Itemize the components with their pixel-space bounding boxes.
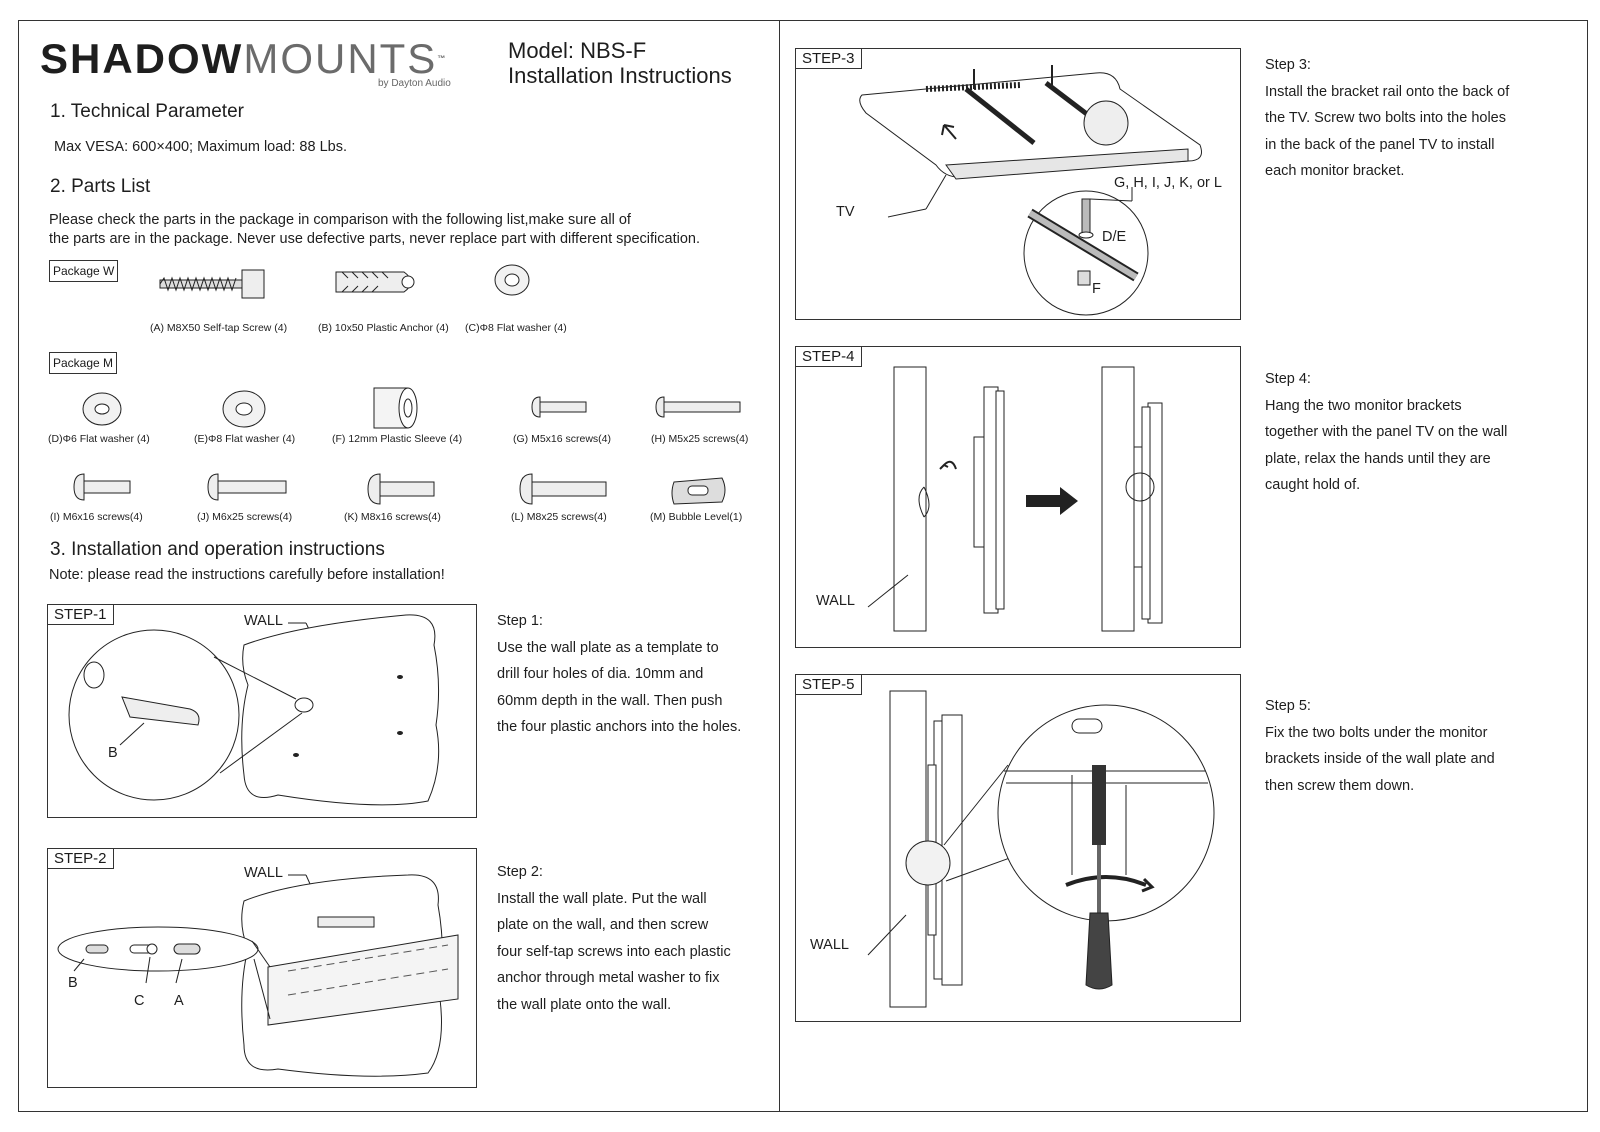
step-title: Step 2: xyxy=(497,864,543,880)
step-title: Step 5: xyxy=(1265,698,1311,714)
part-caption: (G) M5x16 screws(4) xyxy=(513,433,612,445)
screw-g-icon xyxy=(531,396,587,418)
brand-subtitle: by Dayton Audio xyxy=(378,78,451,89)
column-divider xyxy=(779,20,780,1112)
step-line: the four plastic anchors into the holes. xyxy=(497,719,742,735)
part-caption: (M) Bubble Level(1) xyxy=(650,511,743,523)
step-line: Use the wall plate as a template to xyxy=(497,639,719,656)
step-title: Step 4: xyxy=(1265,371,1311,387)
part-caption: (L) M8x25 screws(4) xyxy=(511,511,607,523)
part-caption: (E)Φ8 Flat washer (4) xyxy=(194,433,296,445)
step1-illustration xyxy=(68,614,440,806)
parts-title: 2. Parts List xyxy=(50,176,151,197)
bubble-level-icon xyxy=(671,477,726,505)
screw-k-icon xyxy=(367,473,435,505)
part-caption: (C)Φ8 Flat washer (4) xyxy=(465,322,567,334)
bolts-label: G, H, I, J, K, or L xyxy=(1114,175,1222,191)
step-line: four self-tap screws into each plastic xyxy=(497,943,731,960)
brand-logo: SHADOWMOUNTS™ xyxy=(40,35,448,82)
step-line: Fix the two bolts under the monitor xyxy=(1265,724,1488,741)
step3-figure: STEP-3 TV G, H, I, J, K, or L D/E F xyxy=(795,48,1241,320)
step5-illustration xyxy=(867,690,1215,1008)
wall-label: WALL xyxy=(810,937,849,953)
install-title: 3. Installation and operation instructio… xyxy=(50,539,385,560)
step1-figure: STEP-1 WALL B xyxy=(47,604,477,818)
install-note: Note: please read the instructions caref… xyxy=(49,567,445,583)
flat-washer-c-icon xyxy=(494,264,530,296)
step-line: caught hold of. xyxy=(1265,477,1361,493)
flat-washer-e-icon xyxy=(222,390,266,428)
parts-text-2: the parts are in the package. Never use … xyxy=(49,231,700,247)
screw-j-icon xyxy=(207,473,287,501)
step3-illustration xyxy=(859,65,1202,316)
step-line: anchor through metal washer to fix xyxy=(497,970,720,986)
step5-label: STEP-5 xyxy=(795,674,862,695)
model-title: Model: NBS-F Installation Instructions xyxy=(508,38,732,88)
step-line: plate on the wall, and then screw xyxy=(497,917,709,933)
page-frame xyxy=(18,20,1588,1112)
callout-a: A xyxy=(174,993,184,1009)
tech-title: 1. Technical Parameter xyxy=(50,101,244,122)
self-tap-screw-icon xyxy=(159,269,265,299)
step4-illustration xyxy=(867,366,1163,632)
model-line: Model: NBS-F xyxy=(508,38,647,63)
flat-washer-d-icon xyxy=(82,392,122,426)
step-line: Install the bracket rail onto the back o… xyxy=(1265,83,1510,100)
callout-b: B xyxy=(108,745,118,761)
step-line: Install the wall plate. Put the wall xyxy=(497,890,707,907)
step-line: plate, relax the hands until they are xyxy=(1265,450,1491,467)
step2-illustration xyxy=(57,874,459,1077)
plastic-sleeve-icon xyxy=(373,387,418,429)
part-caption: (B) 10x50 Plastic Anchor (4) xyxy=(318,322,449,334)
step-line: in the back of the panel TV to install xyxy=(1265,136,1495,153)
step4-figure: STEP-4 WALL xyxy=(795,346,1241,648)
step-line: each monitor bracket. xyxy=(1265,163,1405,179)
package-m-label: Package M xyxy=(49,352,118,374)
tech-text: Max VESA: 600×400; Maximum load: 88 Lbs. xyxy=(54,139,347,155)
tv-label: TV xyxy=(836,204,855,220)
part-caption: (K) M8x16 screws(4) xyxy=(344,511,441,523)
part-caption: (J) M6x25 screws(4) xyxy=(197,511,293,523)
step-line: then screw them down. xyxy=(1265,777,1415,794)
callout-b: B xyxy=(68,975,78,991)
screw-l-icon xyxy=(519,473,607,505)
instructions-line: Installation Instructions xyxy=(508,63,732,88)
step2-label: STEP-2 xyxy=(47,848,114,869)
step-line: 60mm depth in the wall. Then push xyxy=(497,692,723,709)
sleeve-label: F xyxy=(1092,281,1101,297)
wall-label: WALL xyxy=(244,865,283,881)
step4-text: Step 4: Hang the two monitor brackets to… xyxy=(1265,366,1507,499)
parts-text-1: Please check the parts in the package in… xyxy=(49,212,631,228)
step2-figure: STEP-2 WALL B C A xyxy=(47,848,477,1088)
step-line: the wall plate onto the wall. xyxy=(497,996,672,1013)
washer-label: D/E xyxy=(1102,229,1127,245)
screw-i-icon xyxy=(73,473,131,501)
step-title: Step 1: xyxy=(497,613,543,629)
part-caption: (I) M6x16 screws(4) xyxy=(50,511,143,523)
part-caption: (A) M8X50 Self-tap Screw (4) xyxy=(150,322,288,334)
step5-figure: STEP-5 WALL xyxy=(795,674,1241,1022)
step-title: Step 3: xyxy=(1265,57,1311,73)
part-caption: (F) 12mm Plastic Sleeve (4) xyxy=(332,433,463,445)
step1-text: Step 1: Use the wall plate as a template… xyxy=(497,608,741,741)
callout-c: C xyxy=(134,993,145,1009)
step5-text: Step 5: Fix the two bolts under the moni… xyxy=(1265,693,1495,799)
wall-label: WALL xyxy=(816,593,855,609)
step4-label: STEP-4 xyxy=(795,346,862,367)
step-line: Hang the two monitor brackets xyxy=(1265,397,1462,414)
step-line: brackets inside of the wall plate and xyxy=(1265,751,1495,767)
step1-label: STEP-1 xyxy=(47,604,114,625)
plastic-anchor-icon xyxy=(335,271,415,293)
part-caption: (H) M5x25 screws(4) xyxy=(651,433,749,445)
step-line: drill four holes of dia. 10mm and xyxy=(497,666,704,682)
step-line: together with the panel TV on the wall xyxy=(1265,424,1508,440)
step3-text: Step 3: Install the bracket rail onto th… xyxy=(1265,52,1509,185)
package-w-label: Package W xyxy=(49,260,119,282)
step-line: the TV. Screw two bolts into the holes xyxy=(1265,110,1506,126)
wall-label: WALL xyxy=(244,613,283,629)
screw-h-icon xyxy=(655,396,741,418)
step3-label: STEP-3 xyxy=(795,48,862,69)
step2-text: Step 2: Install the wall plate. Put the … xyxy=(497,859,731,1018)
part-caption: (D)Φ6 Flat washer (4) xyxy=(48,433,150,445)
